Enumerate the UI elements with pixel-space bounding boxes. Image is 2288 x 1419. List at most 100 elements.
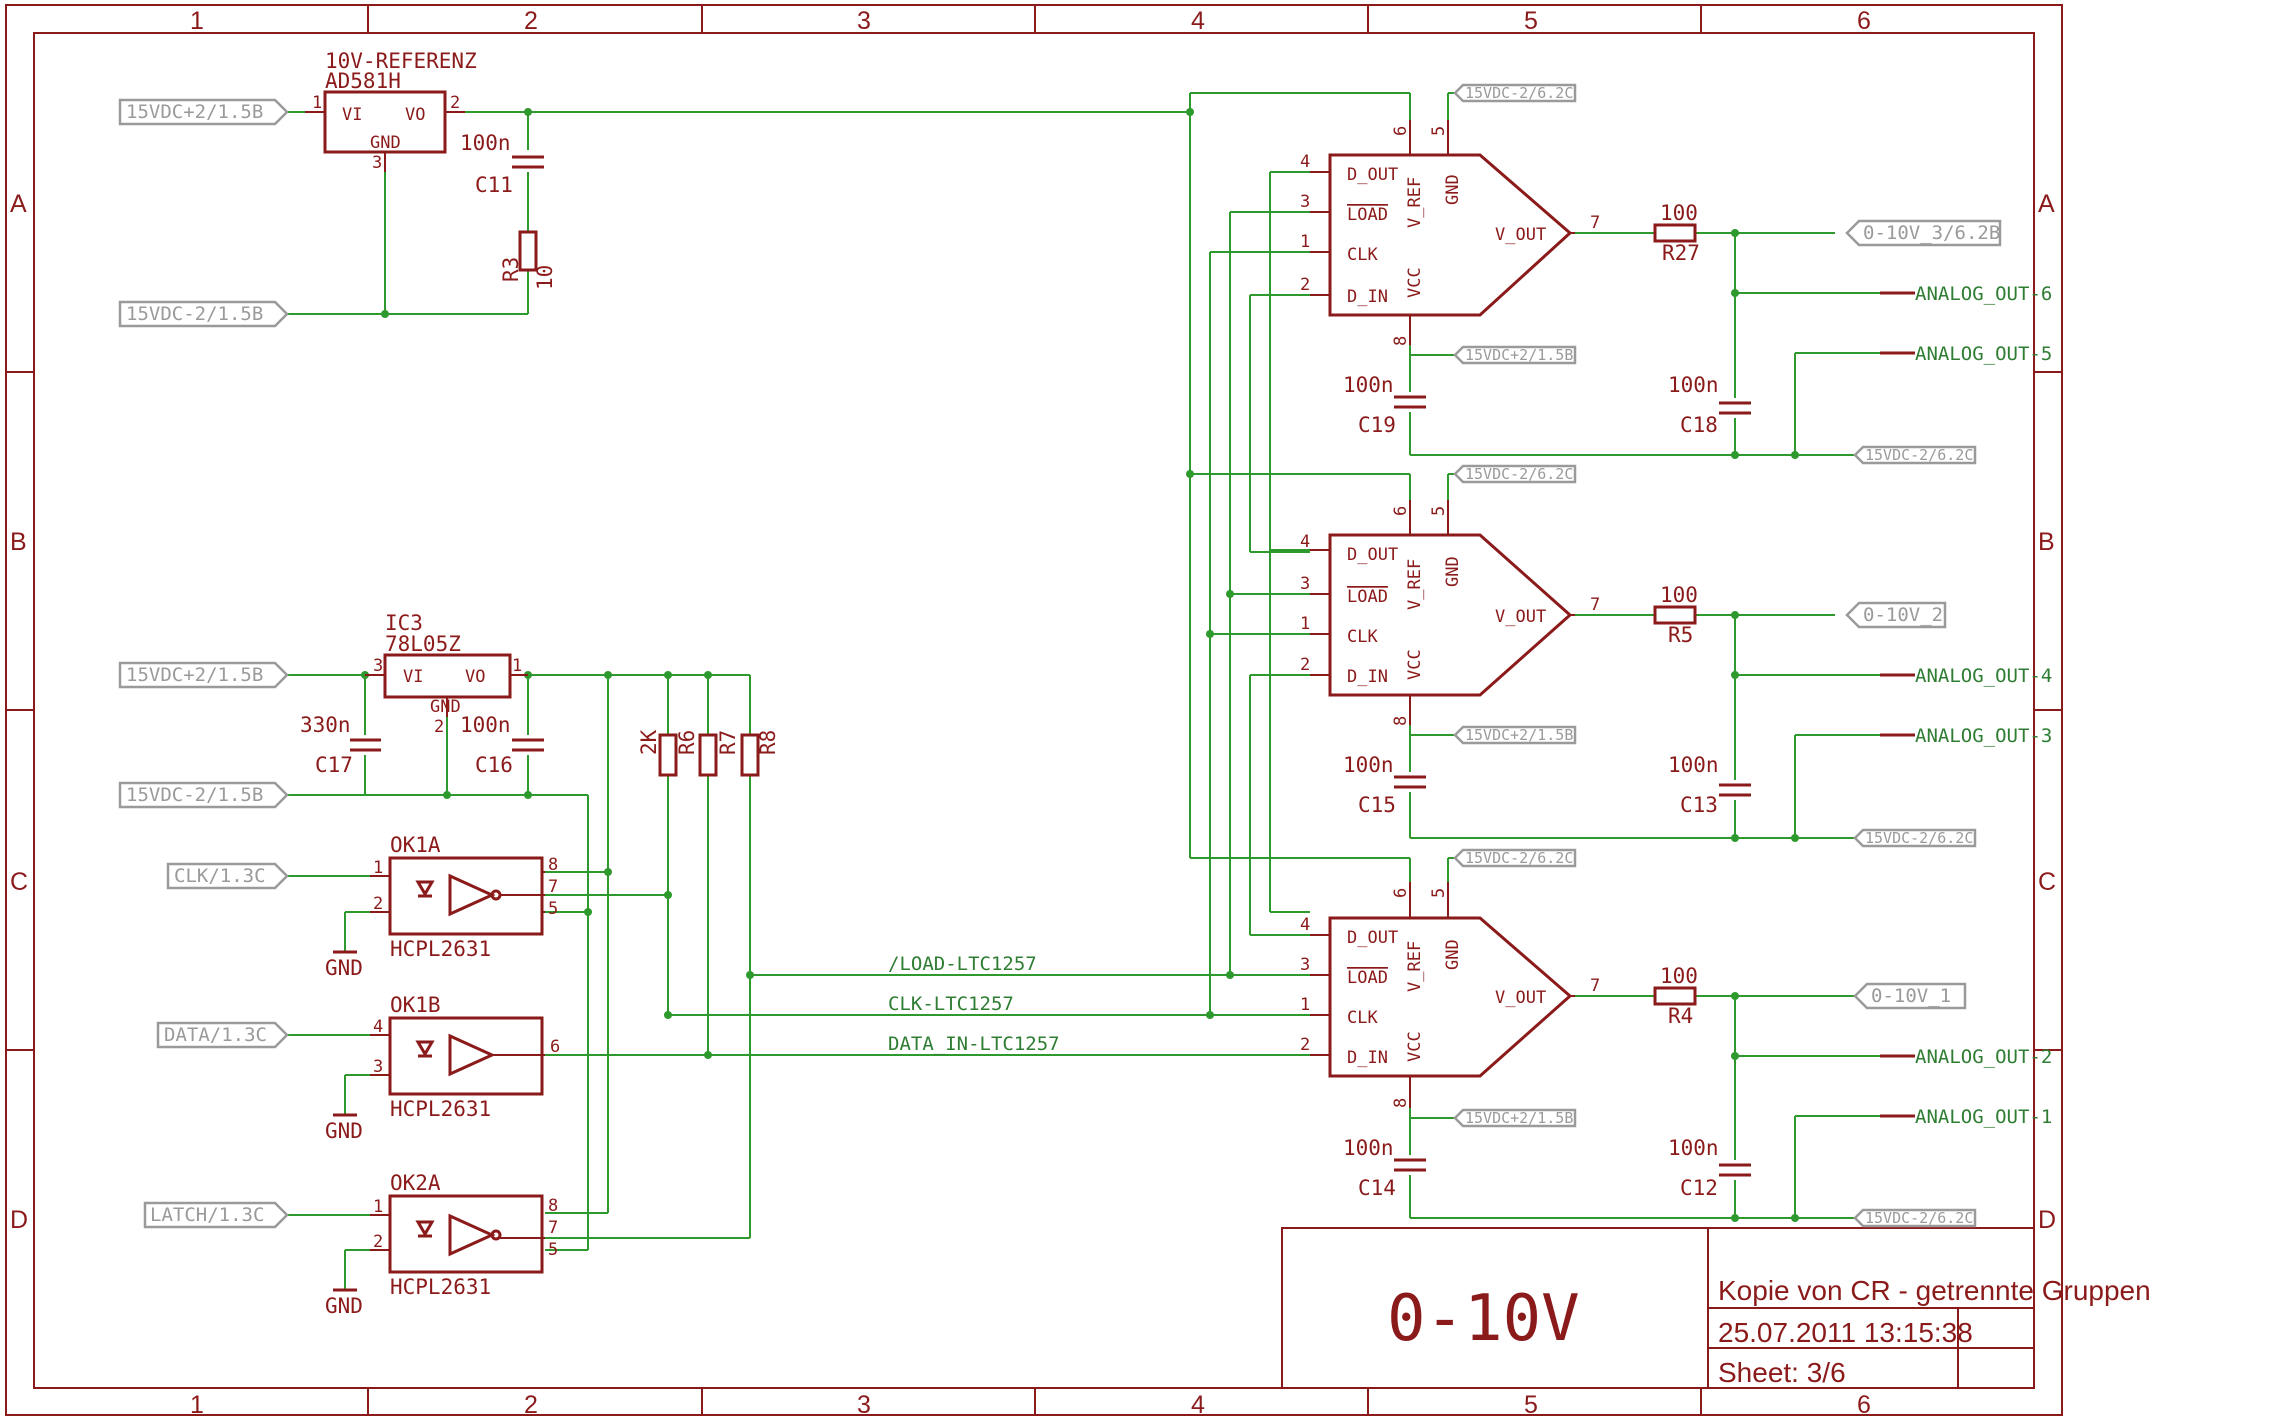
ok1a-pin-8: 8 [548,855,558,875]
ok1b-pin-3: 3 [373,1057,383,1077]
row-label-b: B [10,528,27,556]
c16-name: C16 [475,753,513,777]
r5-value: 100 [1660,583,1698,607]
dac3-pin-1: 1 [1300,995,1310,1015]
dac1-dout-label: D_OUT [1347,165,1398,185]
row-label-d-right: D [2038,1206,2056,1234]
r5-name: R5 [1668,623,1693,647]
port-15v-plus-a: 15VDC+2/1.5B [126,101,263,123]
port-data: DATA/1.3C [164,1024,267,1046]
dac2-pin-2: 2 [1300,655,1310,675]
dac1-pin-6: 6 [1391,126,1411,136]
ok1a-pin-2: 2 [373,894,383,914]
dac2-vcc-label: VCC [1405,649,1425,680]
row-label-a-right: A [2038,190,2055,218]
supply-15v-plus-3: 15VDC+2/1.5B [1465,1109,1573,1127]
ok1b-pin-4: 4 [373,1017,383,1037]
ref-value: AD581H [325,69,401,93]
ic3-pin-3: 3 [373,656,383,676]
regulator-ic3: IC3 78L05Z VI VO GND 3 1 2 [365,611,528,737]
dac3-pin-2: 2 [1300,1035,1310,1055]
ic3-name: IC3 [385,611,423,635]
column-label-4-bottom: 4 [1191,1391,1205,1419]
c12-name: C12 [1680,1176,1718,1200]
ic3-vi-label: VI [403,667,423,687]
r3-value: 10 [533,265,557,290]
r7-name: R7 [716,730,740,755]
dac2-load-label: LOAD [1347,587,1388,607]
supply-15v-plus-2: 15VDC+2/1.5B [1465,726,1573,744]
ic3-pin-1: 1 [512,656,522,676]
dac1-clk-label: CLK [1347,245,1378,265]
ic3-vo-label: VO [465,667,485,687]
dac1-pin-1: 1 [1300,232,1310,252]
column-label-5-bottom: 5 [1524,1391,1538,1419]
dac3-dout-label: D_OUT [1347,928,1398,948]
c17-name: C17 [315,753,353,777]
column-label-3-bottom: 3 [857,1391,871,1419]
analog-out-3: ANALOG_OUT-3 [1915,725,2052,747]
c15-name: C15 [1358,793,1396,817]
column-label-3: 3 [857,7,871,35]
ok1a-pin-5: 5 [548,899,558,919]
dac2-gnd-label: GND [1443,556,1463,587]
junctions [361,108,1799,1222]
supply-15v-minus-3a: 15VDC-2/6.2C [1465,849,1573,867]
r6-value: 2K [637,729,661,755]
ref-pin-2: 2 [450,93,460,113]
ok2a-value: HCPL2631 [390,1275,491,1299]
sheet-frame: 1 2 3 4 5 6 1 2 3 4 5 6 A B C D A B C D [5,4,2063,1419]
dac1-pin-4: 4 [1300,152,1310,172]
port-out-2: 0-10V_2 [1863,604,1943,626]
dac1-pin-3: 3 [1300,192,1310,212]
dac-3: D_OUT LOAD CLK D_IN V_REF VCC GND V_OUT … [1300,882,1600,1108]
row-label-c: C [10,868,28,896]
column-label-4: 4 [1191,7,1205,35]
date-time: 25.07.2011 13:15:38 [1718,1317,1973,1348]
ok2a-pin-7: 7 [548,1218,558,1238]
supply-15v-minus-1a: 15VDC-2/6.2C [1465,84,1573,102]
dac3-din-label: D_IN [1347,1048,1388,1068]
dac3-pin-5: 5 [1429,888,1449,898]
dac3-pin-3: 3 [1300,955,1310,975]
dac3-pin-7: 7 [1590,976,1600,996]
c18-name: C18 [1680,413,1718,437]
column-label-6-bottom: 6 [1857,1391,1871,1419]
ok2a-pin-8: 8 [548,1196,558,1216]
analog-out-labels: ANALOG_OUT-6 ANALOG_OUT-5 ANALOG_OUT-4 A… [1880,283,2052,1128]
net-label-data: DATA_IN-LTC1257 [888,1033,1060,1055]
ok2a-pin-5: 5 [548,1240,558,1260]
row-label-d: D [10,1206,28,1234]
c14-name: C14 [1358,1176,1396,1200]
r6-name: R6 [675,730,699,755]
ok1b-name: OK1B [390,993,441,1017]
dac3-load-label: LOAD [1347,968,1388,988]
dac3-pin-4: 4 [1300,915,1310,935]
ref-name: 10V-REFERENZ [325,49,477,73]
analog-out-5: ANALOG_OUT-5 [1915,343,2052,365]
c19-value: 100n [1343,373,1394,397]
analog-out-1: ANALOG_OUT-1 [1915,1106,2052,1128]
port-latch: LATCH/1.3C [150,1204,264,1226]
title-block: 0-10V Kopie von CR - getrennte Gruppen 2… [1281,1227,2151,1389]
column-label-1-bottom: 1 [190,1391,204,1419]
optocoupler-ok1b: OK1B HCPL2631 4 3 6 [370,993,560,1121]
c18-value: 100n [1668,373,1719,397]
dac1-pin-7: 7 [1590,213,1600,233]
r27-value: 100 [1660,201,1698,225]
column-label-5: 5 [1524,7,1538,35]
pullup-resistors: 2K R6 R7 R8 [637,729,780,777]
ok1b-pin-6: 6 [550,1037,560,1057]
ref-pin-3: 3 [372,153,382,173]
dac3-pin-8: 8 [1391,1098,1411,1108]
dac3-pin-6: 6 [1391,888,1411,898]
dac2-pin-5: 5 [1429,506,1449,516]
row-label-a: A [10,190,27,218]
dac2-pin-6: 6 [1391,506,1411,516]
dac3-clk-label: CLK [1347,1008,1378,1028]
c17-value: 330n [300,713,351,737]
supply-15v-plus-1: 15VDC+2/1.5B [1465,346,1573,364]
gnd-label-2: GND [325,1119,363,1143]
dac1-load-label: LOAD [1347,205,1388,225]
